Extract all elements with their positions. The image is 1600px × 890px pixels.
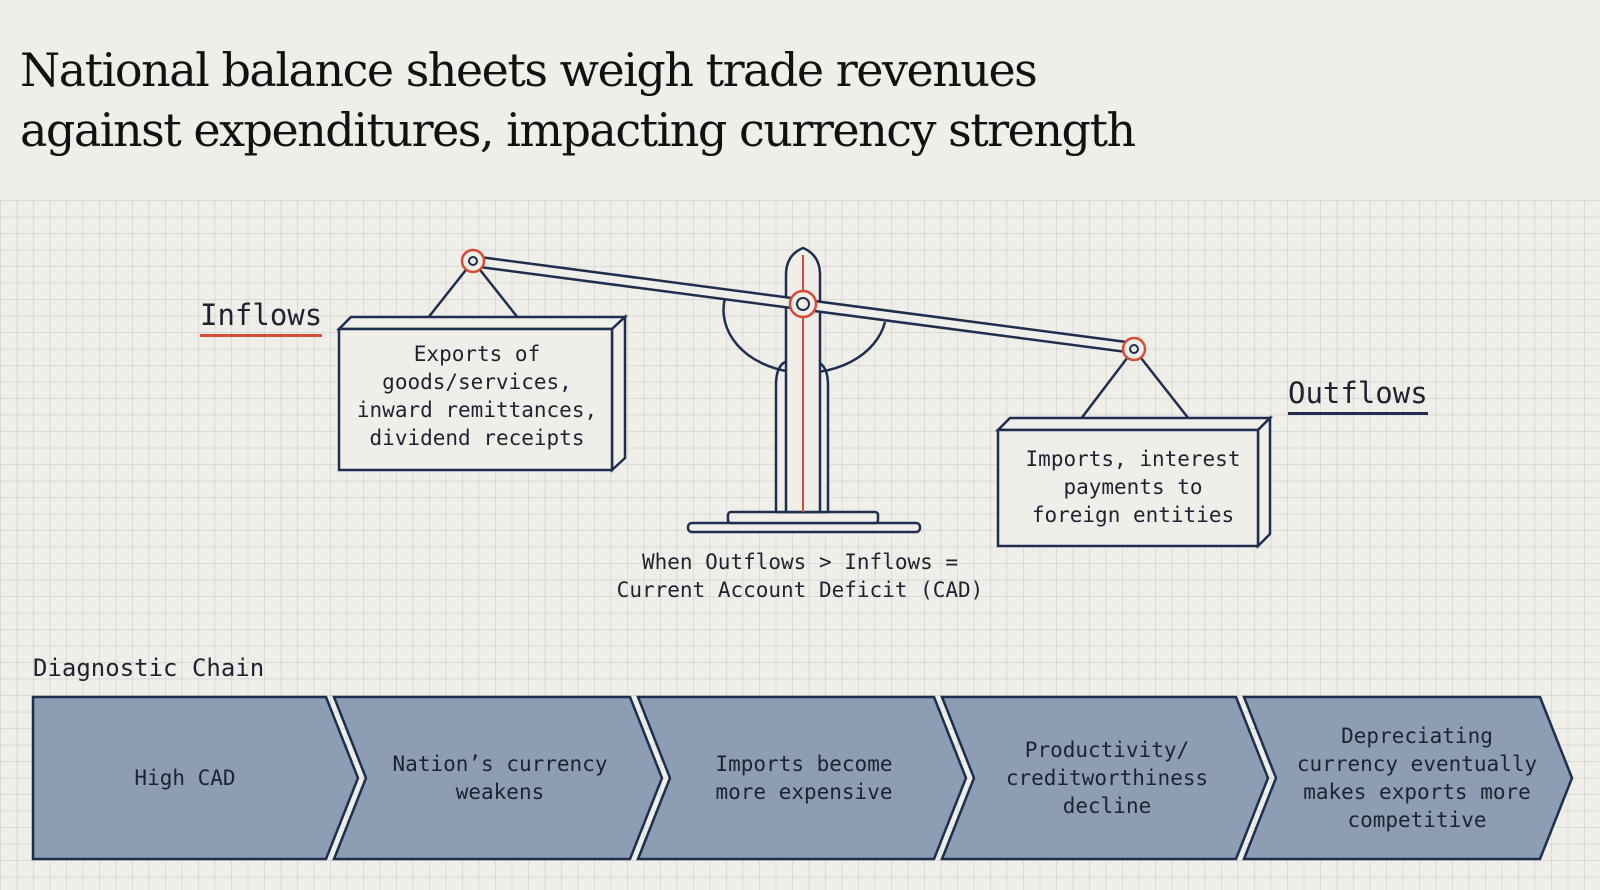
deficit-caption-line-1: When Outflows > Inflows = bbox=[641, 550, 959, 574]
center-pivot-inner bbox=[796, 297, 810, 311]
diagnostic-chain bbox=[31, 695, 1574, 861]
outflows-box-text: Imports, interest payments to foreign en… bbox=[998, 445, 1268, 529]
right-hanger-string bbox=[1133, 348, 1197, 429]
inflows-box-side bbox=[610, 314, 627, 473]
chain-step-4-label: Productivity/ creditworthiness decline bbox=[976, 697, 1238, 859]
diagnostic-chain-title: Diagnostic Chain bbox=[33, 654, 265, 682]
chain-step-2-text: Nation’s currency weakens bbox=[392, 752, 608, 804]
chain-step-1 bbox=[31, 695, 360, 861]
right-pivot-inner bbox=[1129, 344, 1139, 354]
chain-step-2 bbox=[332, 695, 664, 861]
chain-step-5-text: Depreciating currency eventually makes e… bbox=[1296, 724, 1538, 832]
outflows-label: Outflows bbox=[1288, 376, 1428, 415]
chain-step-4-text: Productivity/ creditworthiness decline bbox=[1005, 738, 1209, 818]
page-title: National balance sheets weigh trade reve… bbox=[20, 40, 1420, 160]
center-pivot-outer bbox=[788, 289, 818, 319]
inflows-box-top bbox=[335, 315, 629, 331]
chain-step-5 bbox=[1242, 695, 1574, 861]
deficit-caption-line-2: Current Account Deficit (CAD) bbox=[616, 578, 984, 602]
inflows-box-content: Exports of goods/services, inward remitt… bbox=[356, 342, 598, 450]
outflows-box bbox=[996, 428, 1260, 548]
chain-step-2-label: Nation’s currency weakens bbox=[368, 697, 632, 859]
right-pivot-outer bbox=[1121, 336, 1147, 362]
left-pivot-inner bbox=[468, 256, 478, 266]
inflows-label: Inflows bbox=[200, 298, 323, 337]
deficit-caption: When Outflows > Inflows = Current Accoun… bbox=[560, 548, 1040, 604]
scale-base-step bbox=[726, 510, 880, 525]
chain-step-1-label: High CAD bbox=[40, 697, 330, 859]
chain-step-3 bbox=[636, 695, 968, 861]
scale-base bbox=[686, 521, 922, 534]
chain-step-3-label: Imports become more expensive bbox=[672, 697, 936, 859]
chain-step-5-label: Depreciating currency eventually makes e… bbox=[1278, 697, 1556, 859]
outflows-box-top bbox=[994, 416, 1274, 432]
chain-step-3-text: Imports become more expensive bbox=[715, 752, 893, 804]
inflows-box-text: Exports of goods/services, inward remitt… bbox=[342, 340, 612, 452]
outflows-box-content: Imports, interest payments to foreign en… bbox=[1025, 447, 1241, 527]
left-pivot-outer bbox=[460, 248, 486, 274]
title-line-2: against expenditures, impacting currency… bbox=[20, 103, 1136, 157]
right-hanger-string bbox=[1073, 348, 1135, 429]
chain-step-1-text: High CAD bbox=[134, 766, 236, 790]
inflows-box bbox=[337, 327, 614, 472]
title-line-1: National balance sheets weigh trade reve… bbox=[20, 43, 1038, 97]
chain-step-4 bbox=[940, 695, 1270, 861]
